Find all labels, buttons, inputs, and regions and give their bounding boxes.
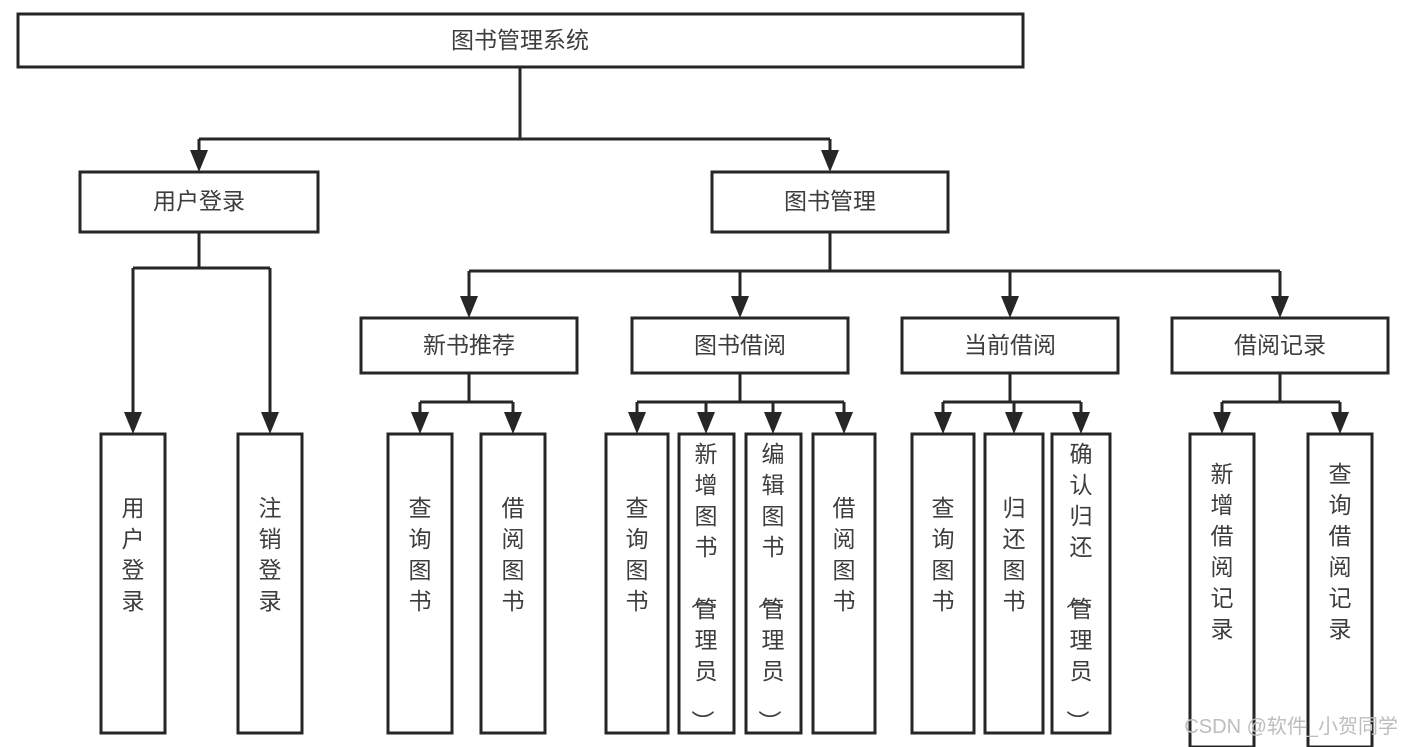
connector-new-book-rec-branch (418, 373, 515, 420)
leaf-node-add-book[interactable]: 新增图书（管理员） (677, 432, 736, 735)
connector-current-borrow-branch (941, 373, 1083, 420)
arrow-to-current-borrow (1001, 296, 1019, 318)
arrow-to-borrow-record (1271, 296, 1289, 318)
csdn-watermark: CSDN @软件_小贺同学 (1184, 715, 1398, 738)
leaf-node-borrow-book[interactable]: 借阅图书 (811, 432, 877, 735)
leaf-node-add-book-label: 新增图书（管理员） (690, 441, 718, 733)
leaf-node-logout-label: 注销登录 (259, 495, 282, 614)
node-book-borrow[interactable]: 图书借阅 (630, 316, 850, 375)
leaf-node-query-borrow-record-label: 查询借阅记录 (1329, 461, 1352, 642)
leaf-node-add-book-box[interactable] (677, 432, 736, 735)
arrow-to-leaf-confirm-return (1072, 412, 1090, 434)
arrow-to-book-mgmt (821, 150, 839, 172)
arrow-to-leaf-add-book (697, 412, 715, 434)
node-user-login-box[interactable] (78, 170, 320, 234)
leaf-node-user-login[interactable]: 用户登录 (99, 432, 167, 735)
leaf-node-borrow-book-rec[interactable]: 借阅图书 (479, 432, 547, 735)
node-borrow-record[interactable]: 借阅记录 (1170, 316, 1390, 375)
node-root[interactable]: 图书管理系统 (16, 12, 1025, 69)
arrow-to-leaf-logout (261, 412, 279, 434)
node-book-management-label: 图书管理 (784, 188, 876, 214)
connector-user-login-branch (131, 232, 272, 420)
leaf-node-query-borrow-record-box[interactable] (1306, 432, 1374, 747)
leaf-node-user-login-label: 用户登录 (122, 495, 145, 614)
leaf-node-logout[interactable]: 注销登录 (236, 432, 304, 735)
node-borrow-record-box[interactable] (1170, 316, 1390, 375)
connector-borrow-record-branch (1220, 373, 1342, 420)
node-root-label: 图书管理系统 (451, 27, 589, 53)
leaf-node-borrow-book-box[interactable] (811, 432, 877, 735)
node-new-book-recommend-label: 新书推荐 (423, 332, 515, 358)
leaf-node-add-borrow-record[interactable]: 新增借阅记录 (1188, 432, 1256, 747)
arrow-to-leaf-borrow-book-2 (835, 412, 853, 434)
node-current-borrow-label: 当前借阅 (964, 332, 1056, 358)
leaf-node-add-borrow-record-box[interactable] (1188, 432, 1256, 747)
connector-book-borrow-branch (635, 373, 846, 420)
leaf-node-query-book-current[interactable]: 查询图书 (910, 432, 976, 735)
leaf-node-confirm-return-box[interactable] (1050, 432, 1112, 735)
connector-layer (124, 67, 1349, 434)
leaf-node-query-book-borrow-label: 查询图书 (626, 495, 649, 614)
arrow-to-book-borrow (731, 296, 749, 318)
leaf-node-confirm-return[interactable]: 确认归还（管理员） (1050, 432, 1112, 735)
arrow-to-new-book-rec (460, 296, 478, 318)
arrow-to-leaf-borrow-book-1 (504, 412, 522, 434)
leaf-node-return-book-box[interactable] (983, 432, 1045, 735)
node-new-book-recommend[interactable]: 新书推荐 (359, 316, 579, 375)
leaf-node-user-login-box[interactable] (99, 432, 167, 735)
leaf-node-return-book-label: 归还图书 (1003, 495, 1026, 614)
node-borrow-record-label: 借阅记录 (1234, 332, 1326, 358)
leaf-node-borrow-book-rec-label: 借阅图书 (502, 495, 525, 614)
leaf-node-edit-book[interactable]: 编辑图书（管理员） (744, 432, 803, 735)
leaf-node-query-book-borrow-box[interactable] (604, 432, 670, 735)
arrow-to-user-login (190, 150, 208, 172)
arrow-to-leaf-query-book-2 (628, 412, 646, 434)
node-book-management[interactable]: 图书管理 (710, 170, 950, 234)
leaf-node-query-book-current-box[interactable] (910, 432, 976, 735)
node-root-box[interactable] (16, 12, 1025, 69)
leaf-node-edit-book-label: 编辑图书（管理员） (757, 441, 785, 733)
leaf-node-query-book-current-label: 查询图书 (932, 495, 955, 614)
leaf-node-confirm-return-label: 确认归还（管理员） (1065, 441, 1093, 733)
node-current-borrow-box[interactable] (900, 316, 1120, 375)
leaf-node-add-borrow-record-label: 新增借阅记录 (1211, 461, 1234, 642)
arrow-to-leaf-query-record (1331, 412, 1349, 434)
leaf-node-borrow-book-label: 借阅图书 (833, 495, 856, 614)
node-new-book-recommend-box[interactable] (359, 316, 579, 375)
node-current-borrow[interactable]: 当前借阅 (900, 316, 1120, 375)
arrow-to-leaf-edit-book (764, 412, 782, 434)
arrow-to-leaf-user-login (124, 412, 142, 434)
leaf-node-borrow-book-rec-box[interactable] (479, 432, 547, 735)
leaf-node-query-book-rec-label: 查询图书 (409, 495, 432, 614)
arrow-to-leaf-query-book-1 (411, 412, 429, 434)
node-book-borrow-box[interactable] (630, 316, 850, 375)
connector-root-trunk (197, 67, 832, 158)
node-user-login[interactable]: 用户登录 (78, 170, 320, 234)
node-book-management-box[interactable] (710, 170, 950, 234)
node-book-borrow-label: 图书借阅 (694, 332, 786, 358)
leaf-node-query-book-borrow[interactable]: 查询图书 (604, 432, 670, 735)
leaf-node-edit-book-box[interactable] (744, 432, 803, 735)
leaf-node-return-book[interactable]: 归还图书 (983, 432, 1045, 735)
arrow-to-leaf-return-book (1005, 412, 1023, 434)
leaf-node-logout-box[interactable] (236, 432, 304, 735)
arrow-to-leaf-query-book-3 (934, 412, 952, 434)
arrow-to-leaf-add-record (1213, 412, 1231, 434)
node-user-login-label: 用户登录 (153, 188, 245, 214)
leaf-node-query-borrow-record[interactable]: 查询借阅记录 (1306, 432, 1374, 747)
leaf-node-query-book-rec-box[interactable] (386, 432, 454, 735)
connector-book-mgmt-branch (467, 232, 1282, 304)
leaf-node-query-book-rec[interactable]: 查询图书 (386, 432, 454, 735)
